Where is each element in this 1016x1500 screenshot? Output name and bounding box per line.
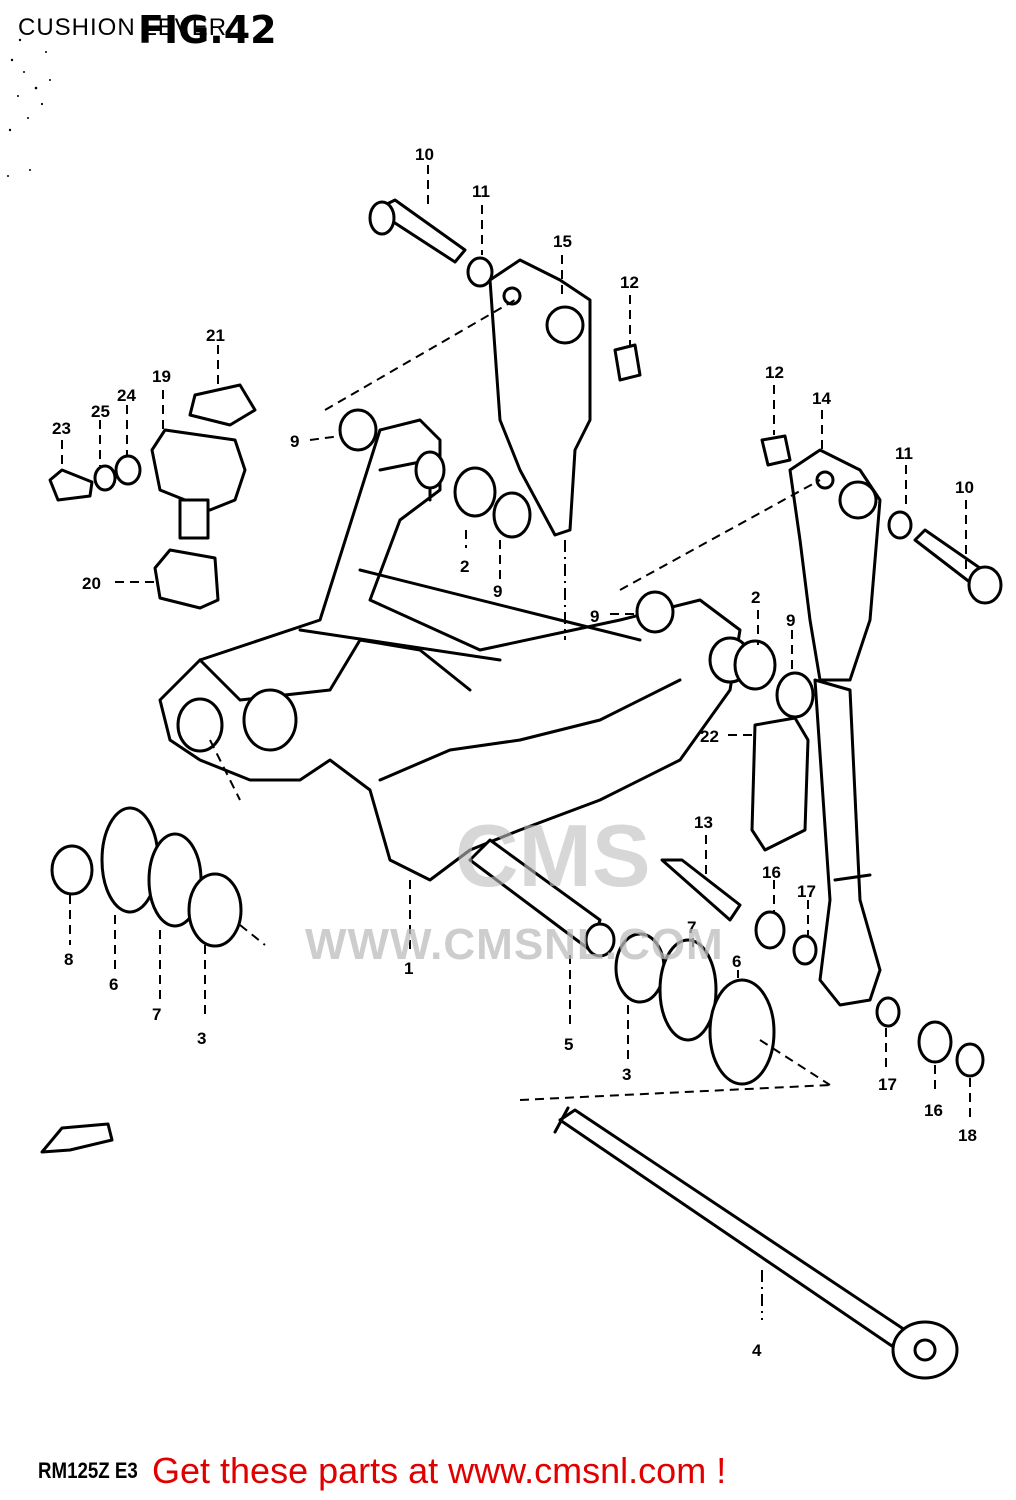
- watermark-brand: CMS: [455, 806, 651, 905]
- callout-9: 9: [590, 607, 599, 626]
- swingarm: [158, 418, 752, 882]
- callout-8: 8: [64, 950, 73, 969]
- callout-11: 11: [895, 444, 913, 463]
- pivot-axle: [553, 1106, 959, 1380]
- callout-15: 15: [553, 232, 572, 251]
- leader-lines: [61, 165, 971, 1320]
- front-arrow-icon: [40, 1122, 114, 1154]
- callout-9: 9: [493, 582, 502, 601]
- callout-22: 22: [700, 727, 719, 746]
- parts-cta-link[interactable]: Get these parts at www.cmsnl.com !: [152, 1450, 727, 1491]
- callout-21: 21: [206, 326, 225, 345]
- callout-9: 9: [290, 432, 299, 451]
- callout-6: 6: [109, 975, 118, 994]
- callout-16: 16: [762, 863, 781, 882]
- callout-7: 7: [687, 918, 696, 937]
- callout-6: 6: [732, 952, 741, 971]
- callout-18: 18: [958, 1126, 977, 1145]
- callout-23: 23: [52, 419, 71, 438]
- callout-20: 20: [82, 574, 101, 593]
- callout-1: 1: [404, 959, 413, 978]
- callout-7: 7: [152, 1005, 161, 1024]
- pivot-shaft: [468, 838, 616, 958]
- callout-2: 2: [751, 588, 760, 607]
- callout-24: 24: [117, 386, 136, 405]
- callout-11: 11: [472, 182, 490, 201]
- upper-link-plate-right: [760, 434, 1003, 682]
- cushion-rod: [813, 678, 882, 1007]
- callout-10: 10: [955, 478, 974, 497]
- callout-2: 2: [460, 557, 469, 576]
- upper-link-plate-left: [368, 198, 642, 537]
- figure-number: FIG.42: [138, 8, 277, 52]
- callout-14: 14: [812, 389, 831, 408]
- callout-4: 4: [752, 1341, 762, 1360]
- callout-3: 3: [197, 1029, 206, 1048]
- callout-25: 25: [91, 402, 110, 421]
- section-title: CUSHION LEVER: [18, 14, 228, 41]
- callout-16: 16: [924, 1101, 943, 1120]
- callout-12: 12: [620, 273, 639, 292]
- callout-3: 3: [622, 1065, 631, 1084]
- callout-10: 10: [415, 145, 434, 164]
- callout-17: 17: [878, 1075, 897, 1094]
- rubber-stopper-assembly: [48, 383, 257, 610]
- chain-protector: [750, 716, 810, 852]
- callout-13: 13: [694, 813, 713, 832]
- collars-and-seals: [50, 408, 985, 1086]
- callout-5: 5: [564, 1035, 573, 1054]
- scan-noise: [7, 38, 51, 177]
- callout-9: 9: [786, 611, 795, 630]
- model-code: RM125Z E3: [38, 1458, 138, 1483]
- callout-19: 19: [152, 367, 171, 386]
- watermark-url: WWW.CMSNL.COM: [305, 920, 724, 969]
- callout-12: 12: [765, 363, 784, 382]
- part-number-callouts: 10 11 15 12 21 19 24 25 23 9 20 2 9 12 1…: [52, 145, 977, 1360]
- callout-17: 17: [797, 882, 816, 901]
